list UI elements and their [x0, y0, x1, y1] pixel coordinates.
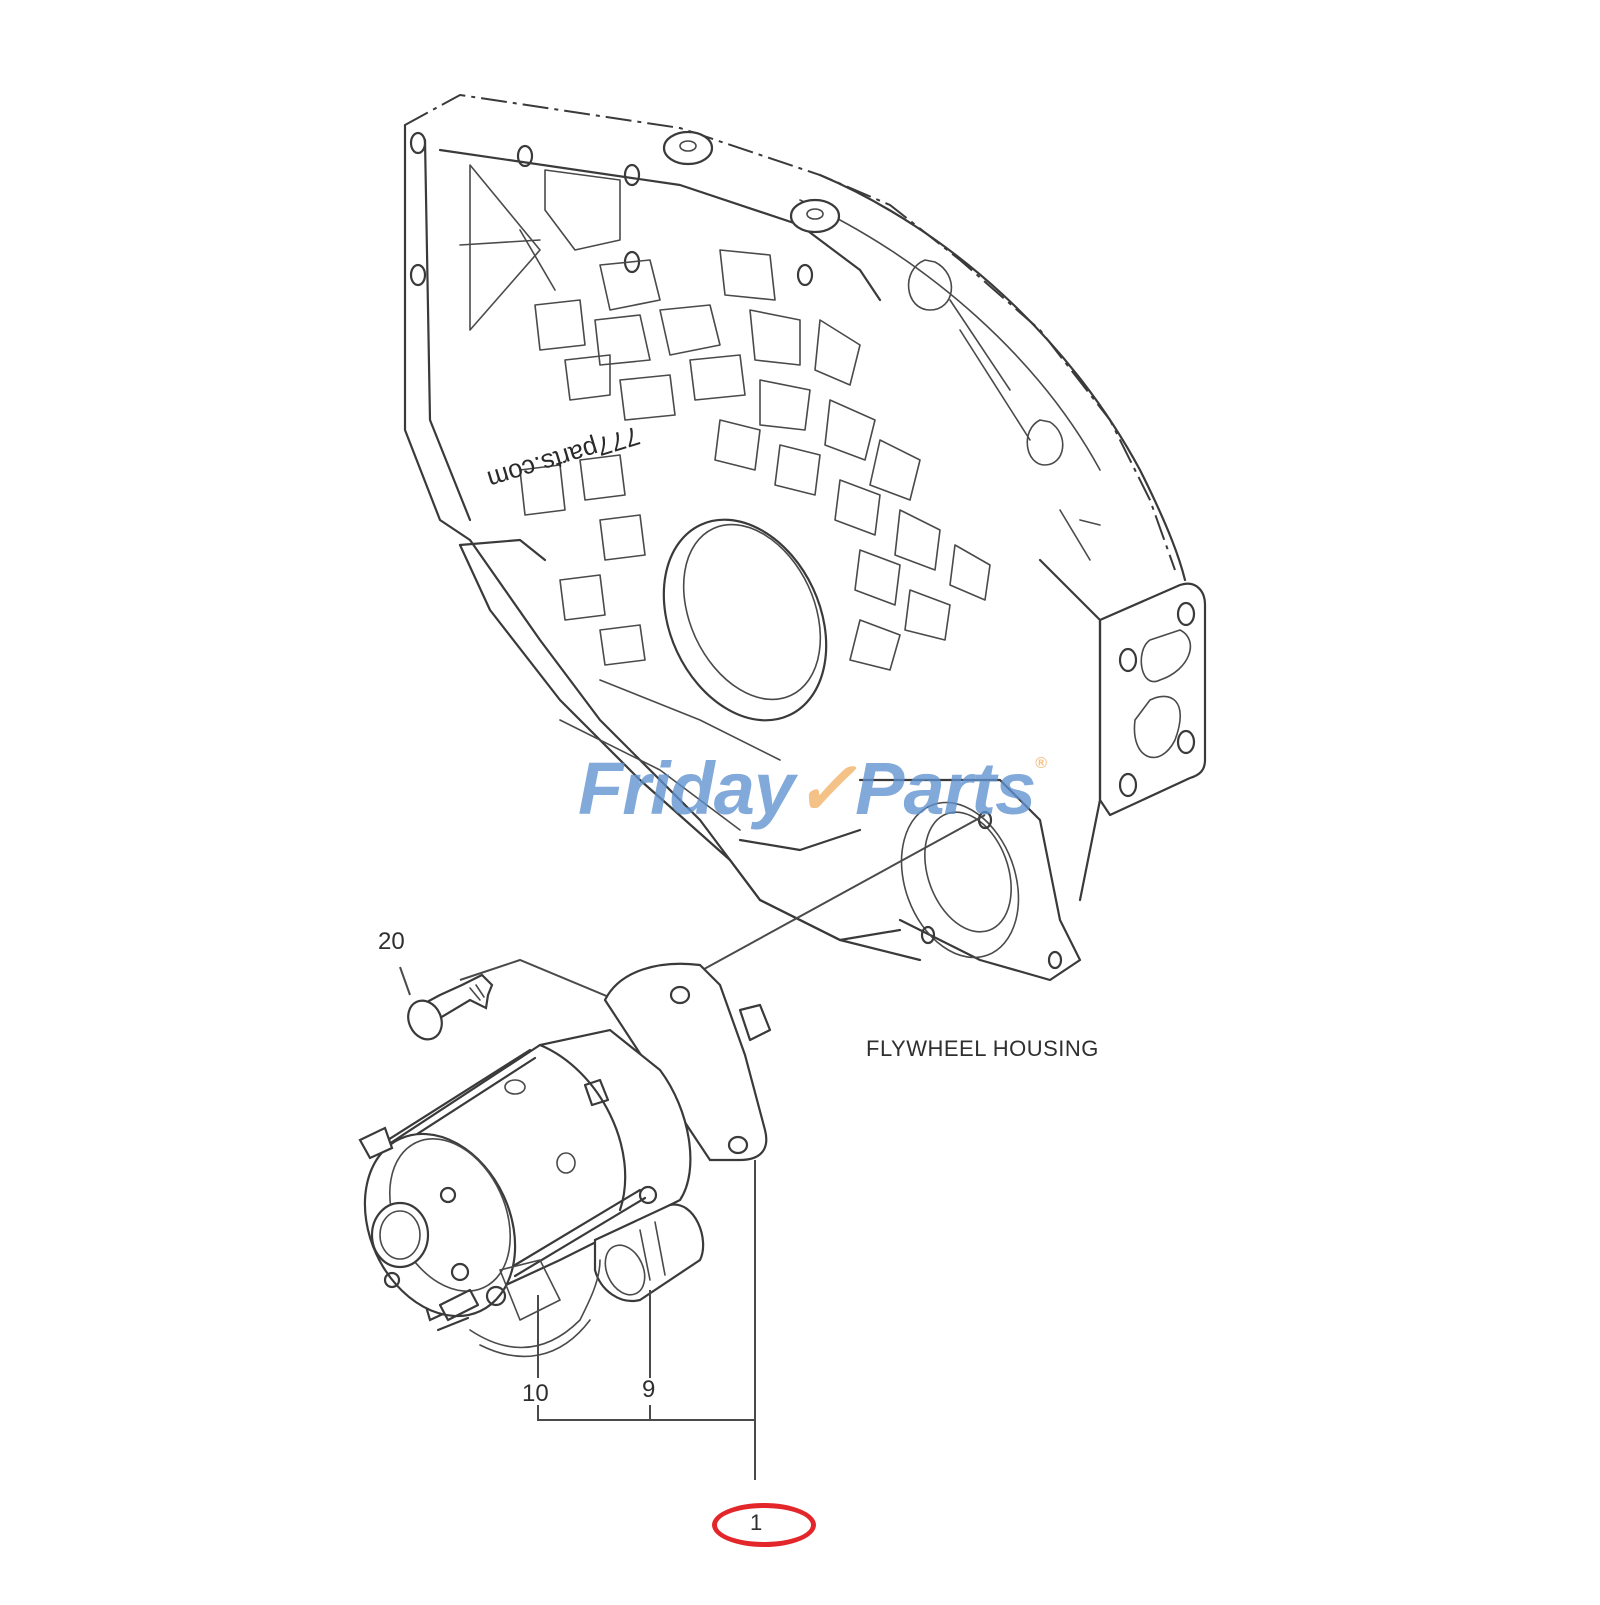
- highlight-ring: [712, 1503, 816, 1547]
- callout-10: 10: [522, 1380, 549, 1407]
- alignment-leader-line: [674, 814, 986, 986]
- callout-1: 1: [750, 1510, 763, 1535]
- flywheel-housing-label: FLYWHEEL HOUSING: [866, 1036, 1099, 1061]
- bolt-leader-line: [459, 958, 641, 1011]
- callout-20: 20: [378, 928, 405, 955]
- checkmark-icon: ✓: [794, 747, 856, 830]
- callout-leaders: [399, 966, 756, 1480]
- callout-9: 9: [642, 1376, 656, 1403]
- flywheel-housing: [403, 93, 1207, 982]
- bolt-part-20: [407, 973, 494, 1041]
- brand-text-part1: Friday: [578, 747, 795, 830]
- brand-watermark: Friday✓Parts®: [578, 752, 1047, 826]
- starter-motor-part-1: [358, 962, 772, 1358]
- registered-mark: ®: [1035, 755, 1047, 772]
- brand-text-part2: Parts: [855, 747, 1036, 830]
